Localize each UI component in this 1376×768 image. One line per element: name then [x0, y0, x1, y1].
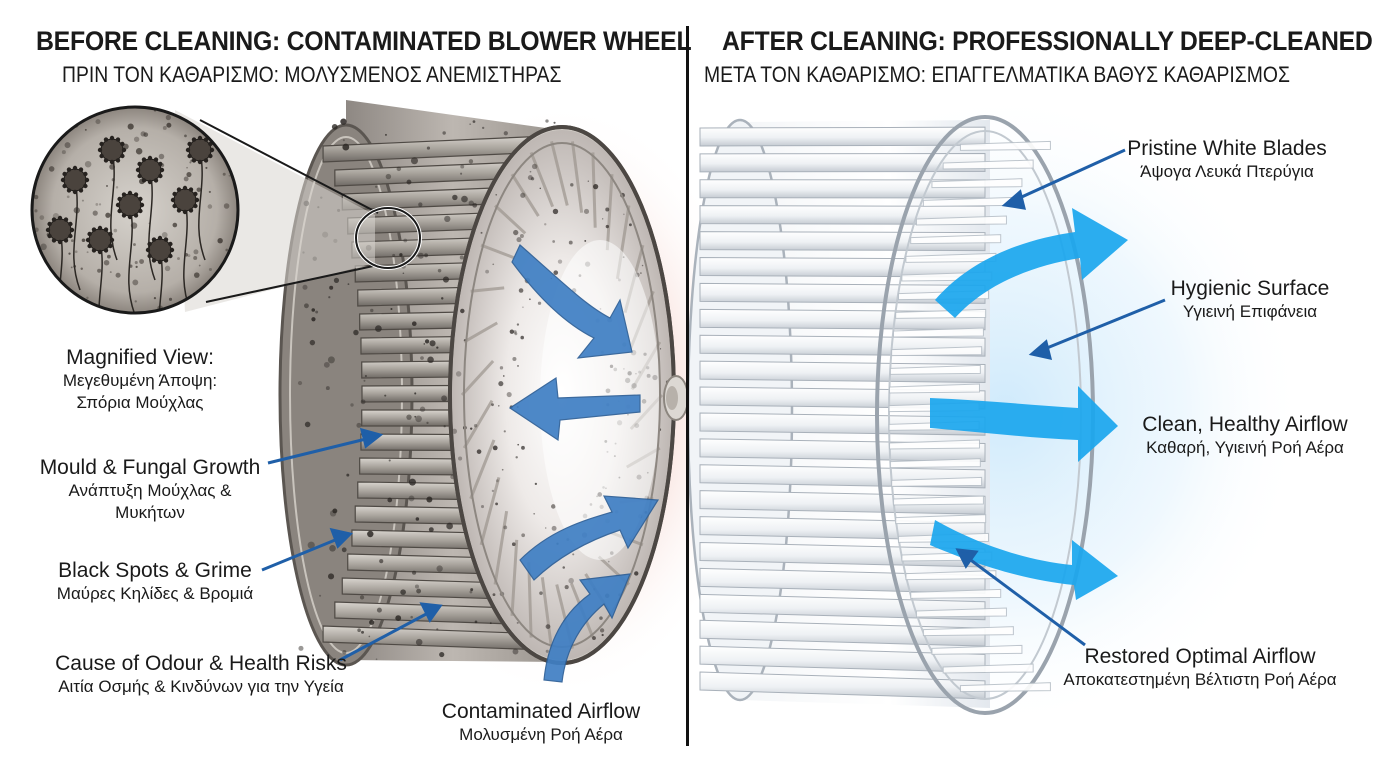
restored-airflow-label: Restored Optimal Airflow Αποκατεστημένη … — [1040, 644, 1360, 691]
before-title: BEFORE CLEANING: CONTAMINATED BLOWER WHE… — [36, 26, 692, 56]
hygienic-surface-label: Hygienic Surface Υγιεινή Επιφάνεια — [1140, 276, 1360, 323]
odour-risks-en: Cause of Odour & Health Risks — [55, 652, 347, 675]
clean-airflow-gr: Καθαρή, Υγιεινή Ροή Αέρα — [1146, 438, 1344, 457]
contaminated-airflow-en: Contaminated Airflow — [441, 700, 641, 723]
black-spots-gr: Μαύρες Κηλίδες & Βρομιά — [56, 584, 254, 603]
mould-growth-gr2: Μυκήτων — [115, 503, 185, 522]
mould-growth-en: Mould & Fungal Growth — [39, 456, 261, 479]
pointer-arrows — [261, 148, 1166, 662]
pristine-blades-en: Pristine White Blades — [1127, 137, 1327, 160]
contaminated-airflow-gr: Μολυσμένη Ροή Αέρα — [459, 725, 623, 744]
black-spots-label: Black Spots & Grime Μαύρες Κηλίδες & Βρο… — [30, 558, 280, 605]
hygienic-surface-en: Hygienic Surface — [1170, 277, 1330, 300]
clean-airflow-label: Clean, Healthy Airflow Καθαρή, Υγιεινή Ρ… — [1120, 412, 1370, 459]
clean-blower-wheel — [686, 115, 1095, 715]
pristine-blades-label: Pristine White Blades Άψογα Λευκά Πτερύγ… — [1112, 136, 1342, 183]
after-subtitle: ΜΕΤΑ ΤΟΝ ΚΑΘΑΡΙΣΜΟ: ΕΠΑΓΓΕΛΜΑΤΙΚΑ ΒΑΘΥΣ … — [704, 62, 1290, 87]
odour-risks-gr: Αιτία Οσμής & Κινδύνων για την Υγεία — [58, 677, 344, 696]
pristine-blades-gr: Άψογα Λευκά Πτερύγια — [1140, 162, 1314, 181]
hygienic-surface-gr: Υγιεινή Επιφάνεια — [1182, 302, 1318, 321]
magnified-view-label: Magnified View: Μεγεθυμένη Άποψη: Σπόρια… — [40, 345, 240, 414]
before-after-divider — [686, 26, 689, 746]
contaminated-airflow-label: Contaminated Airflow Μολυσμένη Ροή Αέρα — [426, 699, 656, 746]
after-title: AFTER CLEANING: PROFESSIONALLY DEEP-CLEA… — [722, 26, 1373, 56]
mould-growth-label: Mould & Fungal Growth Ανάπτυξη Μούχλας &… — [30, 455, 270, 524]
magnified-view-gr2: Σπόρια Μούχλας — [76, 393, 204, 412]
before-subtitle: ΠΡΙΝ ΤΟΝ ΚΑΘΑΡΙΣΜΟ: ΜΟΛΥΣΜΕΝΟΣ ΑΝΕΜΙΣΤΗΡ… — [62, 62, 562, 87]
mould-growth-gr1: Ανάπτυξη Μούχλας & — [68, 481, 232, 500]
magnified-view-gr1: Μεγεθυμένη Άποψη: — [62, 371, 218, 390]
contaminated-airflow-arrows — [508, 244, 660, 683]
magnified-view-en: Magnified View: — [66, 346, 214, 369]
black-spots-en: Black Spots & Grime — [58, 559, 252, 582]
restored-airflow-gr: Αποκατεστημένη Βέλτιστη Ροή Αέρα — [1063, 670, 1337, 689]
odour-risks-label: Cause of Odour & Health Risks Αιτία Οσμή… — [26, 651, 376, 698]
restored-airflow-en: Restored Optimal Airflow — [1084, 645, 1316, 668]
clean-airflow-arrows — [930, 208, 1128, 600]
mould-spores-magnifier — [30, 105, 422, 315]
clean-airflow-en: Clean, Healthy Airflow — [1142, 413, 1348, 436]
